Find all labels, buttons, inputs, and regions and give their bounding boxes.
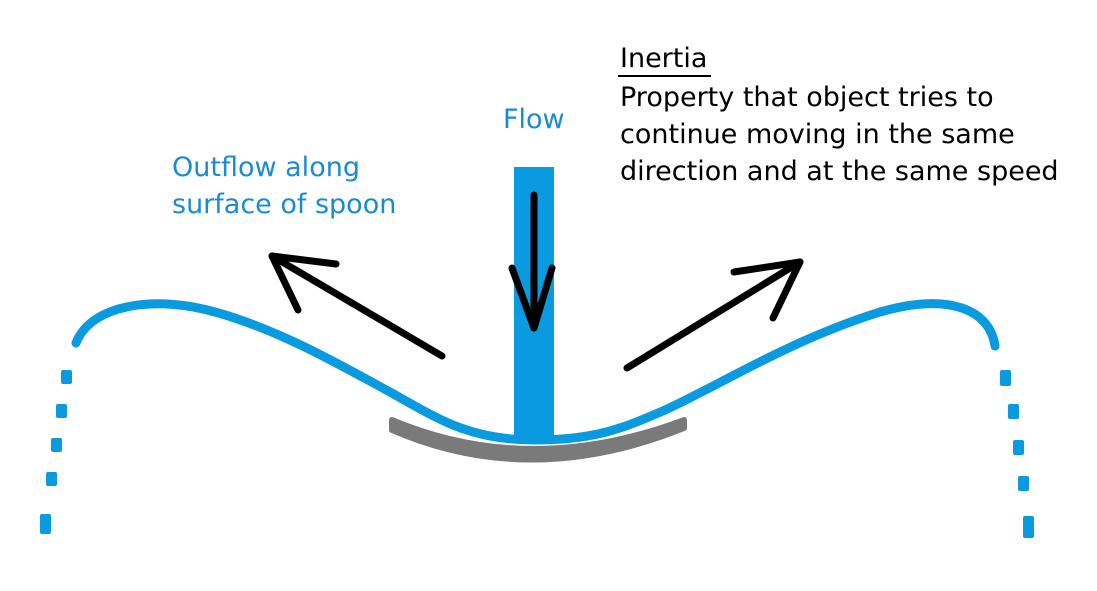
inertia-description-line-2: continue moving in the same: [620, 119, 1015, 150]
outflow-label: Outflow along surface of spoon: [172, 149, 396, 223]
left-outflow-arrow-icon: [268, 252, 446, 360]
outflow-label-line-2: surface of spoon: [172, 189, 397, 220]
flow-label: Flow: [503, 104, 565, 135]
inertia-description-line-1: Property that object tries to: [620, 82, 994, 113]
inertia-title: Inertia: [620, 43, 708, 74]
down-arrow-icon: [508, 191, 556, 332]
right-dripping-water: [1000, 370, 1034, 538]
outflow-label-line-1: Outflow along: [172, 152, 360, 183]
inertia-description-line-3: direction and at the same speed: [620, 156, 1059, 187]
right-outflow-arrow-icon: [623, 258, 804, 372]
inertia-title-underline: [618, 75, 711, 77]
left-dripping-water: [40, 370, 72, 534]
inertia-description: Property that object tries to continue m…: [620, 79, 1059, 190]
spoon-bowl: [389, 417, 687, 463]
